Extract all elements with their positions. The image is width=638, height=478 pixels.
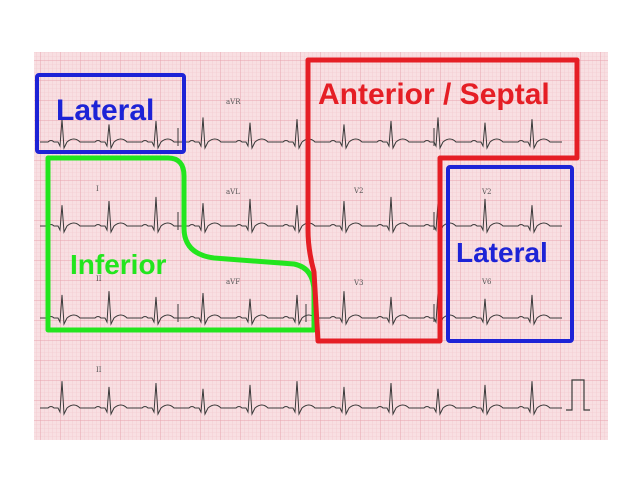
label-lateral-top: Lateral [56,94,154,127]
calibration-pulse [566,379,590,411]
lateral-right-box [446,165,574,343]
ecg-grid [34,52,608,440]
lead-label-avr: aVR [226,98,241,106]
lateral-top-box [35,73,186,154]
ecg-trace-row-1 [40,117,562,150]
label-anterior-septal: Anterior / Septal [318,78,550,111]
ecg-trace-row-rhythm [40,381,562,416]
lead-label-ii: II [96,275,102,283]
ecg-trace-row-2 [40,196,562,234]
anterior-septal-outline [305,57,580,344]
ecg-trace-row-3 [40,291,562,326]
lead-label-i: I [96,185,99,193]
lead-label-v2a: V2 [353,187,364,195]
label-lateral-right: Lateral [456,237,548,268]
lead-label-avf: aVF [226,278,240,286]
lead-label-v3: V3 [353,279,364,287]
lead-label-v6: V6 [481,278,492,286]
lead-label-avl: aVL [226,188,240,196]
label-inferior: Inferior [70,249,167,280]
lead-label-rhythm-ii: II [96,366,102,374]
lead-label-v2b: V2 [481,188,492,196]
